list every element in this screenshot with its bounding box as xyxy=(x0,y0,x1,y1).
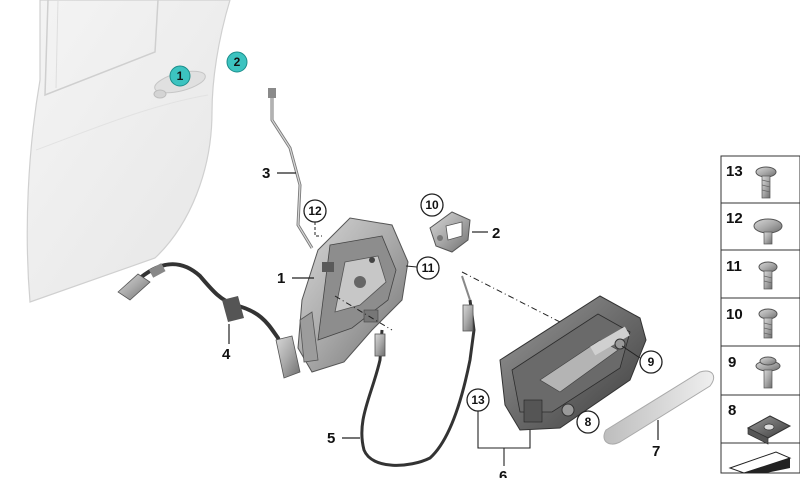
door-marker-1-label: 1 xyxy=(177,69,184,83)
leader-11 xyxy=(405,265,418,268)
door-marker-2-label: 2 xyxy=(234,55,241,69)
panel-num-8: 8 xyxy=(728,402,736,419)
torx-screw-short-icon xyxy=(758,308,778,339)
bowden-cable-4 xyxy=(117,262,301,379)
callout-3: 3 xyxy=(262,165,270,182)
callout-13-label: 13 xyxy=(471,393,485,407)
torx-screw-icon xyxy=(758,261,778,290)
panel-num-10: 10 xyxy=(726,306,743,323)
clip-nut-icon xyxy=(746,415,792,445)
callout-12-label: 12 xyxy=(308,204,322,218)
callout-8-label: 8 xyxy=(585,415,592,429)
callout-13: 13 xyxy=(466,388,490,412)
panel-num-12: 12 xyxy=(726,210,743,227)
panel-num-11: 11 xyxy=(726,258,742,275)
door-marker-2: 2 xyxy=(226,51,248,73)
callout-10-label: 10 xyxy=(425,198,439,212)
callout-7: 7 xyxy=(652,443,660,460)
panel-num-13: 13 xyxy=(726,163,743,180)
callout-12: 12 xyxy=(303,199,327,223)
panel-bottom-icon xyxy=(728,451,792,474)
callout-9-label: 9 xyxy=(648,355,655,369)
bowden-cable-5 xyxy=(360,275,476,467)
leader-9 xyxy=(621,345,641,359)
striker-plate xyxy=(429,211,471,253)
assembly-line-2 xyxy=(334,295,393,331)
handle-carrier xyxy=(499,295,647,431)
flat-head-screw-icon xyxy=(753,218,783,245)
callout-8: 8 xyxy=(576,410,600,434)
door-panel xyxy=(26,0,231,303)
callout-6: 6 xyxy=(499,468,507,478)
callout-9: 9 xyxy=(639,350,663,374)
door-lock xyxy=(297,217,409,373)
callout-11: 11 xyxy=(416,256,440,280)
callout-11-label: 11 xyxy=(422,261,435,275)
callout-2: 2 xyxy=(492,225,500,242)
callout-4: 4 xyxy=(222,346,231,363)
flange-screw-icon xyxy=(755,356,781,389)
callout-1: 1 xyxy=(277,270,285,287)
assembly-line xyxy=(461,271,561,323)
callout-5: 5 xyxy=(327,430,335,447)
door-marker-1: 1 xyxy=(169,65,191,87)
lock-rod xyxy=(268,88,314,249)
panel-num-9: 9 xyxy=(728,354,736,371)
leader-12 xyxy=(314,222,322,237)
trim-strip xyxy=(603,370,715,445)
long-screw-icon xyxy=(755,166,777,199)
callout-10: 10 xyxy=(420,193,444,217)
parts-panel: 13 12 11 10 9 xyxy=(720,155,800,474)
